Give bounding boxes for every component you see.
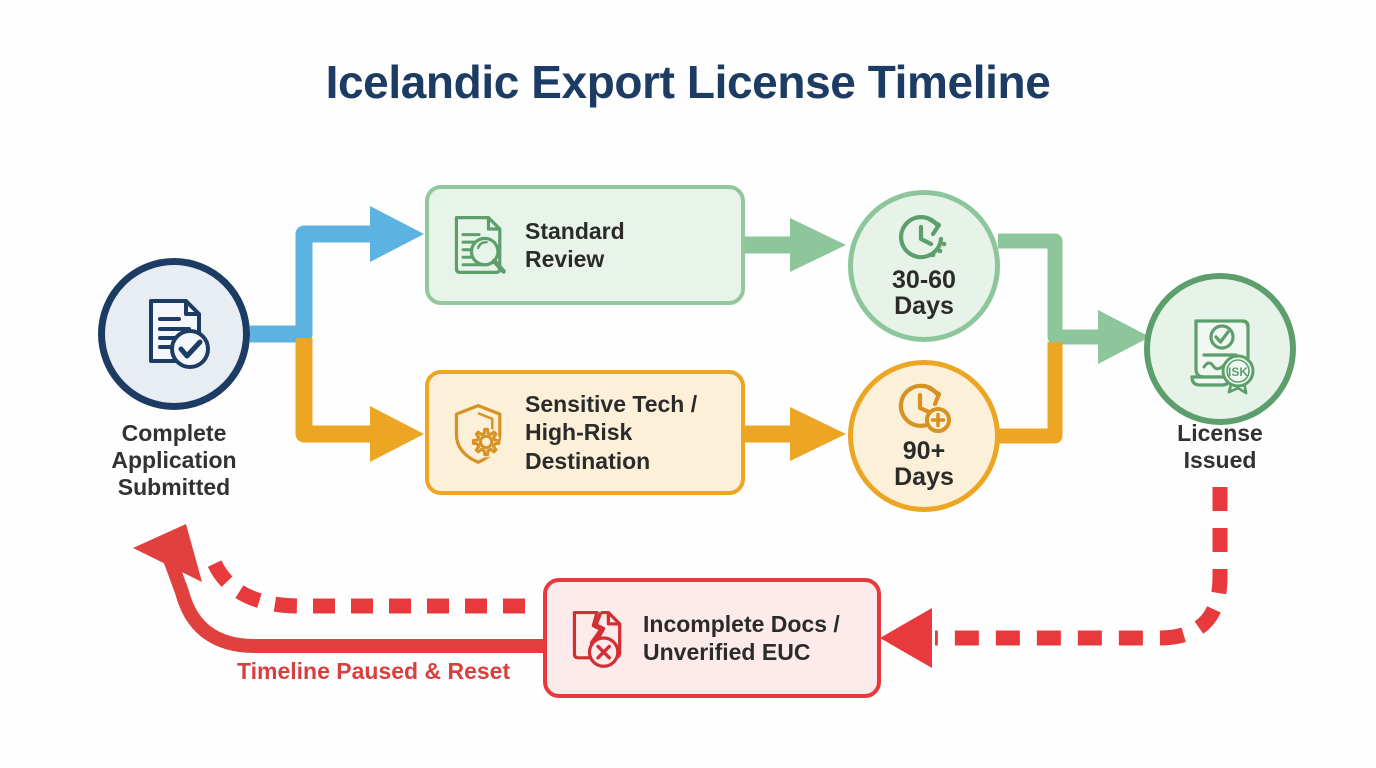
page-title: Icelandic Export License Timeline bbox=[325, 56, 1051, 108]
connector-duration-orange-to-license bbox=[998, 342, 1063, 444]
label-line: 90+ bbox=[902, 436, 946, 465]
certificate-seal-icon: ISK bbox=[1190, 319, 1255, 395]
label-line: Complete bbox=[121, 420, 227, 446]
document-check-icon bbox=[149, 299, 210, 369]
label-line: Issued bbox=[1183, 447, 1257, 474]
connector-incomplete-to-start-dashed bbox=[206, 556, 525, 614]
connector-license-to-incomplete bbox=[880, 487, 1228, 668]
label-license-issued: License Issued bbox=[1120, 420, 1320, 474]
label-incomplete-docs: Incomplete Docs / Unverified EUC bbox=[643, 610, 840, 666]
label-line: Submitted bbox=[117, 474, 231, 501]
label-line: Incomplete Docs / bbox=[643, 610, 840, 637]
node-sensitive-duration[interactable]: 90+ Days bbox=[848, 360, 1000, 512]
label-line: Destination bbox=[525, 447, 651, 474]
label-sensitive-tech: Sensitive Tech / High-Risk Destination bbox=[525, 390, 697, 474]
label-line: Unverified EUC bbox=[643, 639, 811, 665]
connector-standard-to-duration bbox=[745, 218, 846, 272]
node-license-issued[interactable]: ISK bbox=[1144, 273, 1296, 425]
label-standard-duration: 30-60 Days bbox=[892, 265, 956, 320]
connector-duration-green-to-license bbox=[998, 233, 1150, 364]
connector-start-to-standard bbox=[250, 206, 424, 343]
label-line: High-Risk bbox=[525, 419, 633, 446]
document-magnifier-icon bbox=[454, 216, 506, 274]
connector-sensitive-to-duration bbox=[745, 407, 846, 461]
label-sensitive-duration: 90+ Days bbox=[894, 436, 954, 491]
label-line: Review bbox=[525, 246, 605, 272]
label-line: Days bbox=[894, 292, 954, 320]
shield-gear-icon bbox=[454, 403, 502, 464]
label-line: Standard bbox=[525, 217, 625, 244]
label-line: Application bbox=[111, 447, 237, 474]
clock-arrow-icon bbox=[899, 214, 947, 259]
label-line: Days bbox=[894, 463, 954, 491]
node-incomplete-docs[interactable]: Incomplete Docs / Unverified EUC bbox=[543, 578, 881, 698]
node-standard-review[interactable]: Standard Review bbox=[425, 185, 745, 305]
node-sensitive-tech[interactable]: Sensitive Tech / High-Risk Destination bbox=[425, 370, 745, 495]
connector-incomplete-to-start-solid bbox=[133, 524, 543, 653]
node-complete-application[interactable] bbox=[98, 258, 250, 410]
label-line: Sensitive Tech / bbox=[525, 391, 698, 418]
torn-document-x-icon bbox=[572, 610, 622, 668]
node-standard-duration[interactable]: 30-60 Days bbox=[848, 190, 1000, 342]
label-complete-application: Complete Application Submitted bbox=[58, 420, 290, 501]
label-line: 30-60 bbox=[892, 265, 956, 294]
label-line: License bbox=[1177, 420, 1263, 446]
label-standard-review: Standard Review bbox=[525, 217, 625, 273]
license-seal-text: ISK bbox=[1228, 365, 1248, 379]
connector-start-to-sensitive bbox=[295, 338, 424, 462]
clock-plus-icon bbox=[898, 383, 951, 433]
annotation-timeline-paused-reset: Timeline Paused & Reset bbox=[237, 658, 511, 684]
